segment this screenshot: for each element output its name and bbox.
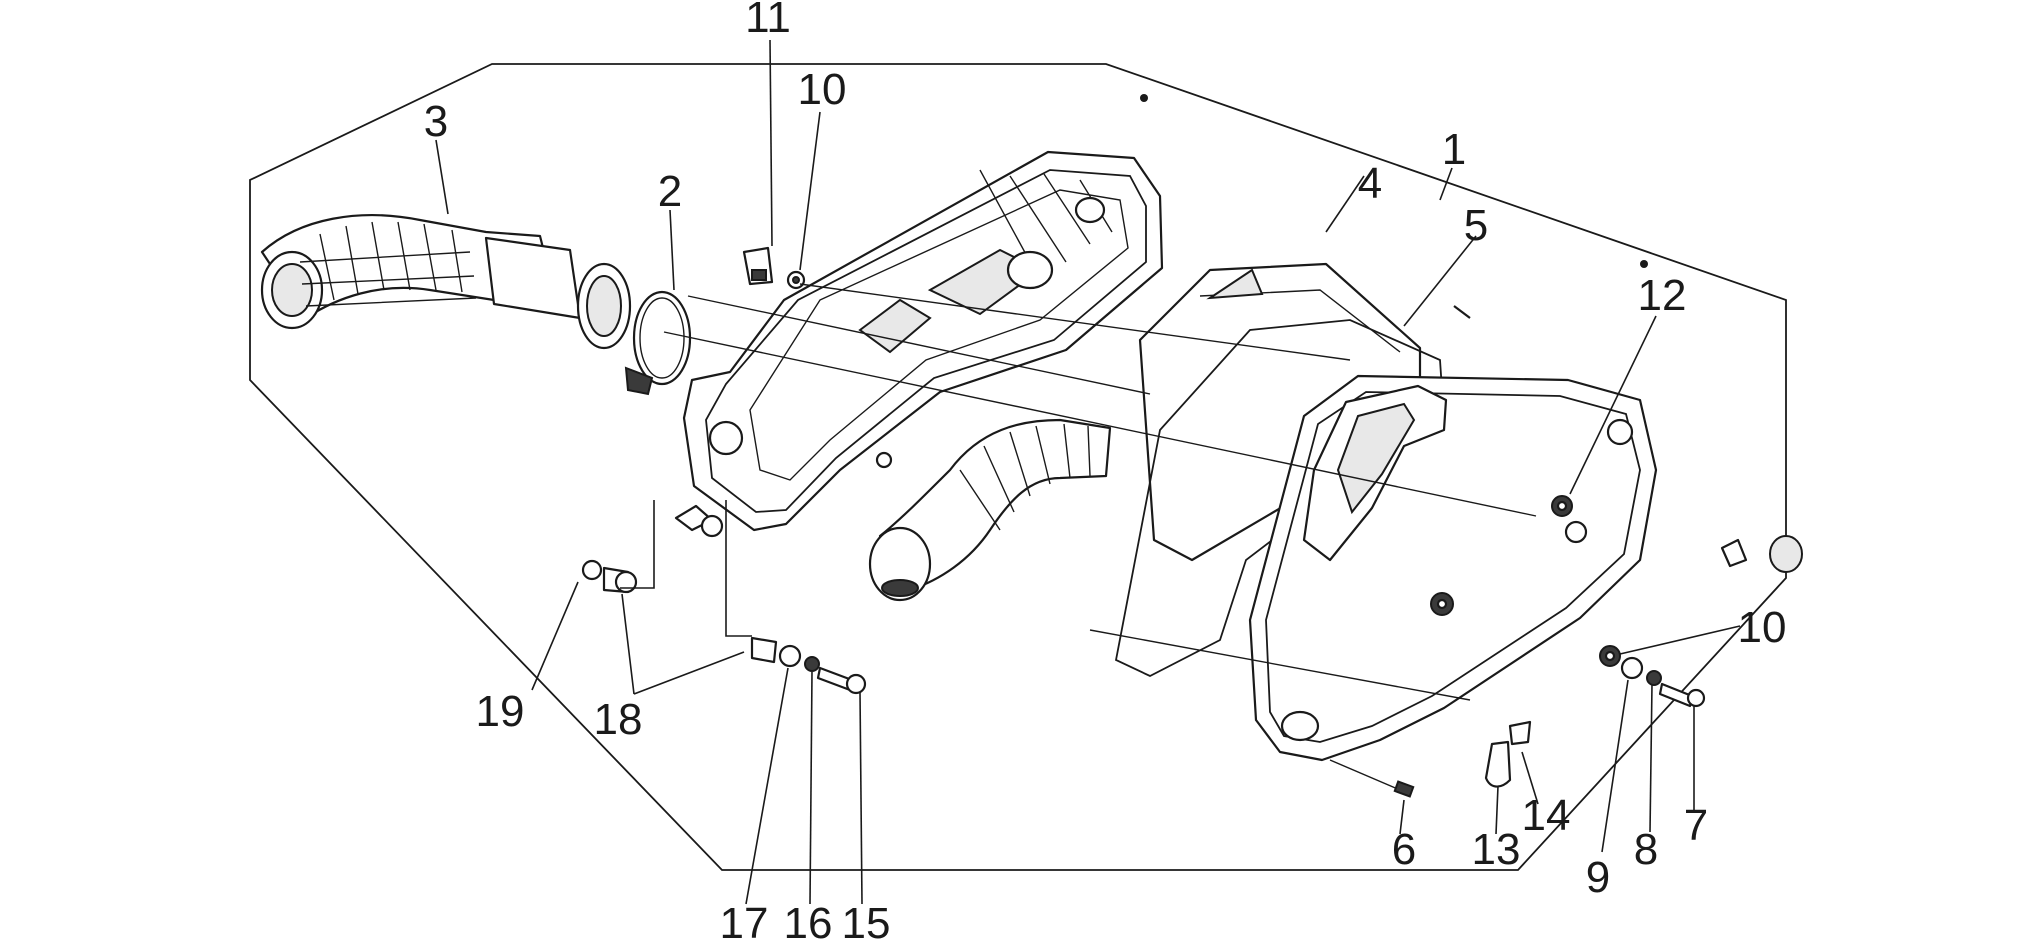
callout-3: 3 xyxy=(424,97,448,146)
callout-2: 2 xyxy=(658,167,682,216)
callout-1: 1 xyxy=(1442,125,1466,174)
breather-cap xyxy=(1720,535,1803,573)
callout-16: 16 xyxy=(784,899,833,941)
drain-plug xyxy=(1484,720,1532,788)
outlet-hose xyxy=(868,418,1112,602)
callout-12: 12 xyxy=(1638,271,1687,320)
callout-10: 10 xyxy=(798,65,847,114)
callout-19: 19 xyxy=(476,687,525,736)
callout-5: 5 xyxy=(1464,201,1488,250)
right-fastener-stack xyxy=(1599,645,1706,708)
callout-9: 9 xyxy=(1586,853,1610,902)
air-filter-housing xyxy=(674,150,1164,538)
assembly-outline xyxy=(249,63,1787,871)
callout-17: 17 xyxy=(720,899,769,941)
callout-7: 7 xyxy=(1684,801,1708,850)
callout-leaders xyxy=(435,39,1741,905)
callout-10-right: 10 xyxy=(1738,603,1787,652)
clip-and-washer-top xyxy=(742,246,806,290)
callout-6: 6 xyxy=(1392,825,1416,874)
reference-dot xyxy=(1140,94,1148,102)
callout-13: 13 xyxy=(1472,825,1521,874)
callout-8: 8 xyxy=(1634,825,1658,874)
filter-cover xyxy=(1248,305,1658,762)
callout-4: 4 xyxy=(1358,159,1382,208)
left-fastener-stack xyxy=(581,559,867,695)
intake-duct xyxy=(260,214,632,350)
assembly-lines xyxy=(663,283,1537,701)
hose-clamp xyxy=(624,290,692,396)
callout-15: 15 xyxy=(842,899,891,941)
callout-11: 11 xyxy=(745,0,791,42)
cover-screw-6 xyxy=(1329,759,1415,798)
callout-18: 18 xyxy=(594,695,643,744)
cover-screws xyxy=(1430,495,1573,616)
callout-14: 14 xyxy=(1522,791,1571,840)
reference-dot xyxy=(1640,260,1648,268)
